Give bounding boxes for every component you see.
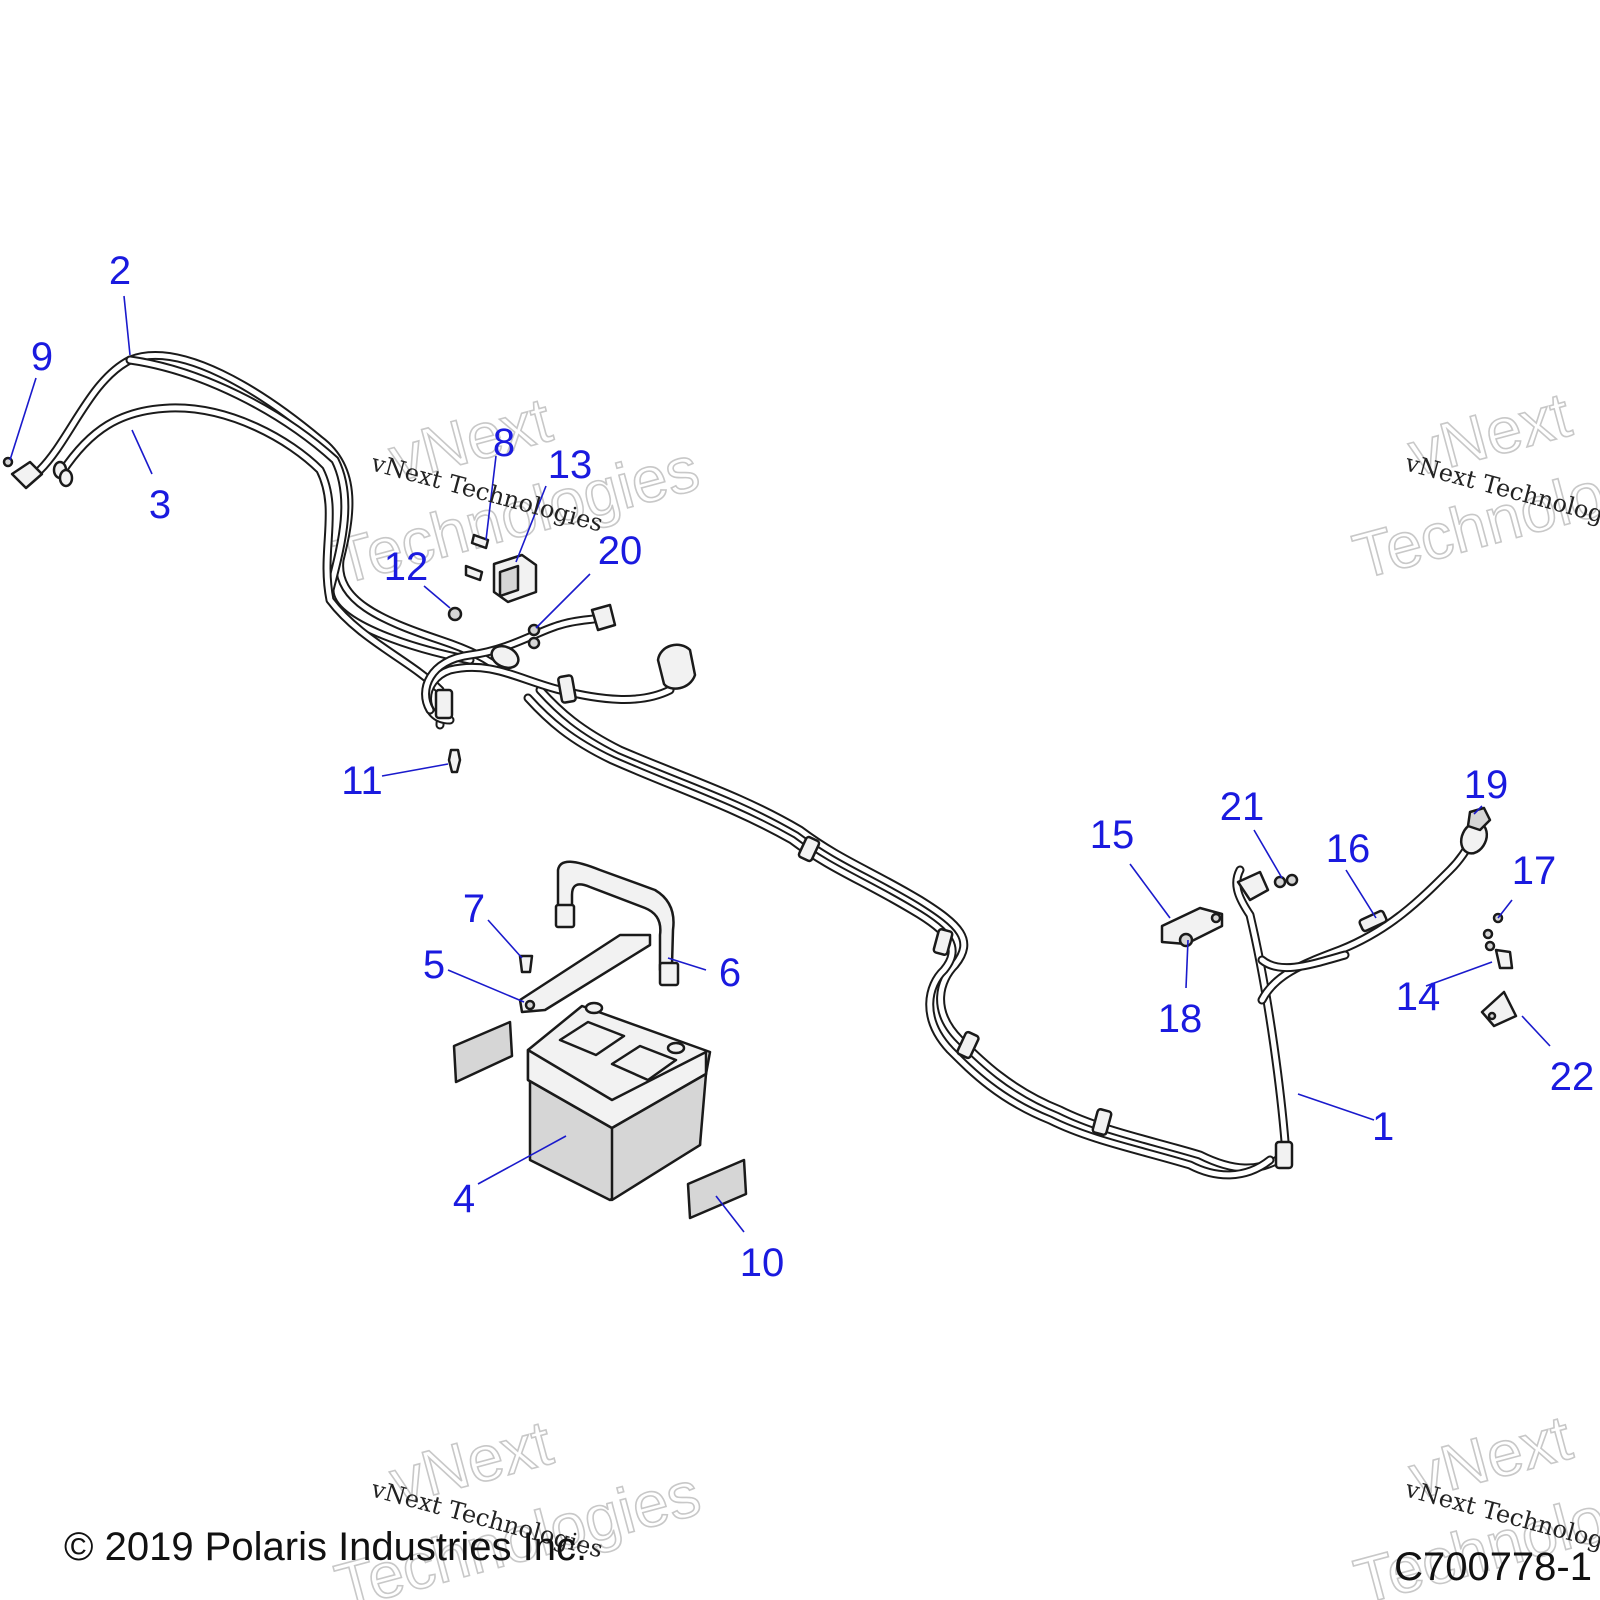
harness-junction xyxy=(421,603,697,725)
callout-13: 13 xyxy=(548,443,593,487)
callout-20: 20 xyxy=(598,529,643,573)
callout-22: 22 xyxy=(1550,1055,1595,1099)
callout-11: 11 xyxy=(341,759,383,803)
fastener-11 xyxy=(447,748,462,774)
callout-18: 18 xyxy=(1158,997,1203,1041)
callout-21: 21 xyxy=(1220,785,1265,829)
callout-7: 7 xyxy=(463,887,485,931)
hold-down-strap-5 xyxy=(518,933,652,1014)
callout-17: 17 xyxy=(1512,849,1557,893)
callout-2: 2 xyxy=(109,249,131,293)
copyright-text: © 2019 Polaris Industries Inc. xyxy=(64,1525,587,1569)
nut-18 xyxy=(1178,932,1194,948)
callout-16: 16 xyxy=(1326,827,1371,871)
callout-19: 19 xyxy=(1464,763,1509,807)
battery-pad-10 xyxy=(686,1158,748,1220)
terminal-14 xyxy=(1482,928,1514,970)
hold-down-bracket-6 xyxy=(554,860,680,987)
bracket-22 xyxy=(1480,990,1518,1028)
callout-14: 14 xyxy=(1396,975,1441,1019)
cable-2 xyxy=(35,351,505,675)
callout-10: 10 xyxy=(740,1241,785,1285)
cable-3 xyxy=(57,403,447,730)
nut-19 xyxy=(1466,806,1492,832)
callout-9: 9 xyxy=(31,335,53,379)
nut-21 xyxy=(1273,873,1299,889)
leader-lines xyxy=(9,295,1551,1233)
main-battery-cable xyxy=(523,685,1489,1180)
battery-pad-upper xyxy=(452,1020,514,1084)
callout-3: 3 xyxy=(149,483,171,527)
callout-4: 4 xyxy=(453,1177,475,1221)
bolt-8 xyxy=(464,533,490,582)
callout-5: 5 xyxy=(423,943,445,987)
figure-code: C700778-1 xyxy=(1394,1545,1592,1589)
callout-12: 12 xyxy=(384,545,429,589)
callout-1: 1 xyxy=(1372,1105,1394,1149)
callout-15: 15 xyxy=(1090,813,1135,857)
callout-labels: 1 2 3 4 5 6 7 8 9 10 11 12 13 14 15 16 1… xyxy=(31,249,1594,1285)
bracket-15 xyxy=(1160,906,1224,946)
mount-13 xyxy=(492,553,538,604)
battery-4 xyxy=(526,1001,712,1202)
left-cable-terminals xyxy=(2,456,74,490)
nut-12 xyxy=(447,606,463,622)
callout-8: 8 xyxy=(493,421,515,465)
callout-6: 6 xyxy=(719,951,741,995)
bolt-7 xyxy=(518,954,534,974)
